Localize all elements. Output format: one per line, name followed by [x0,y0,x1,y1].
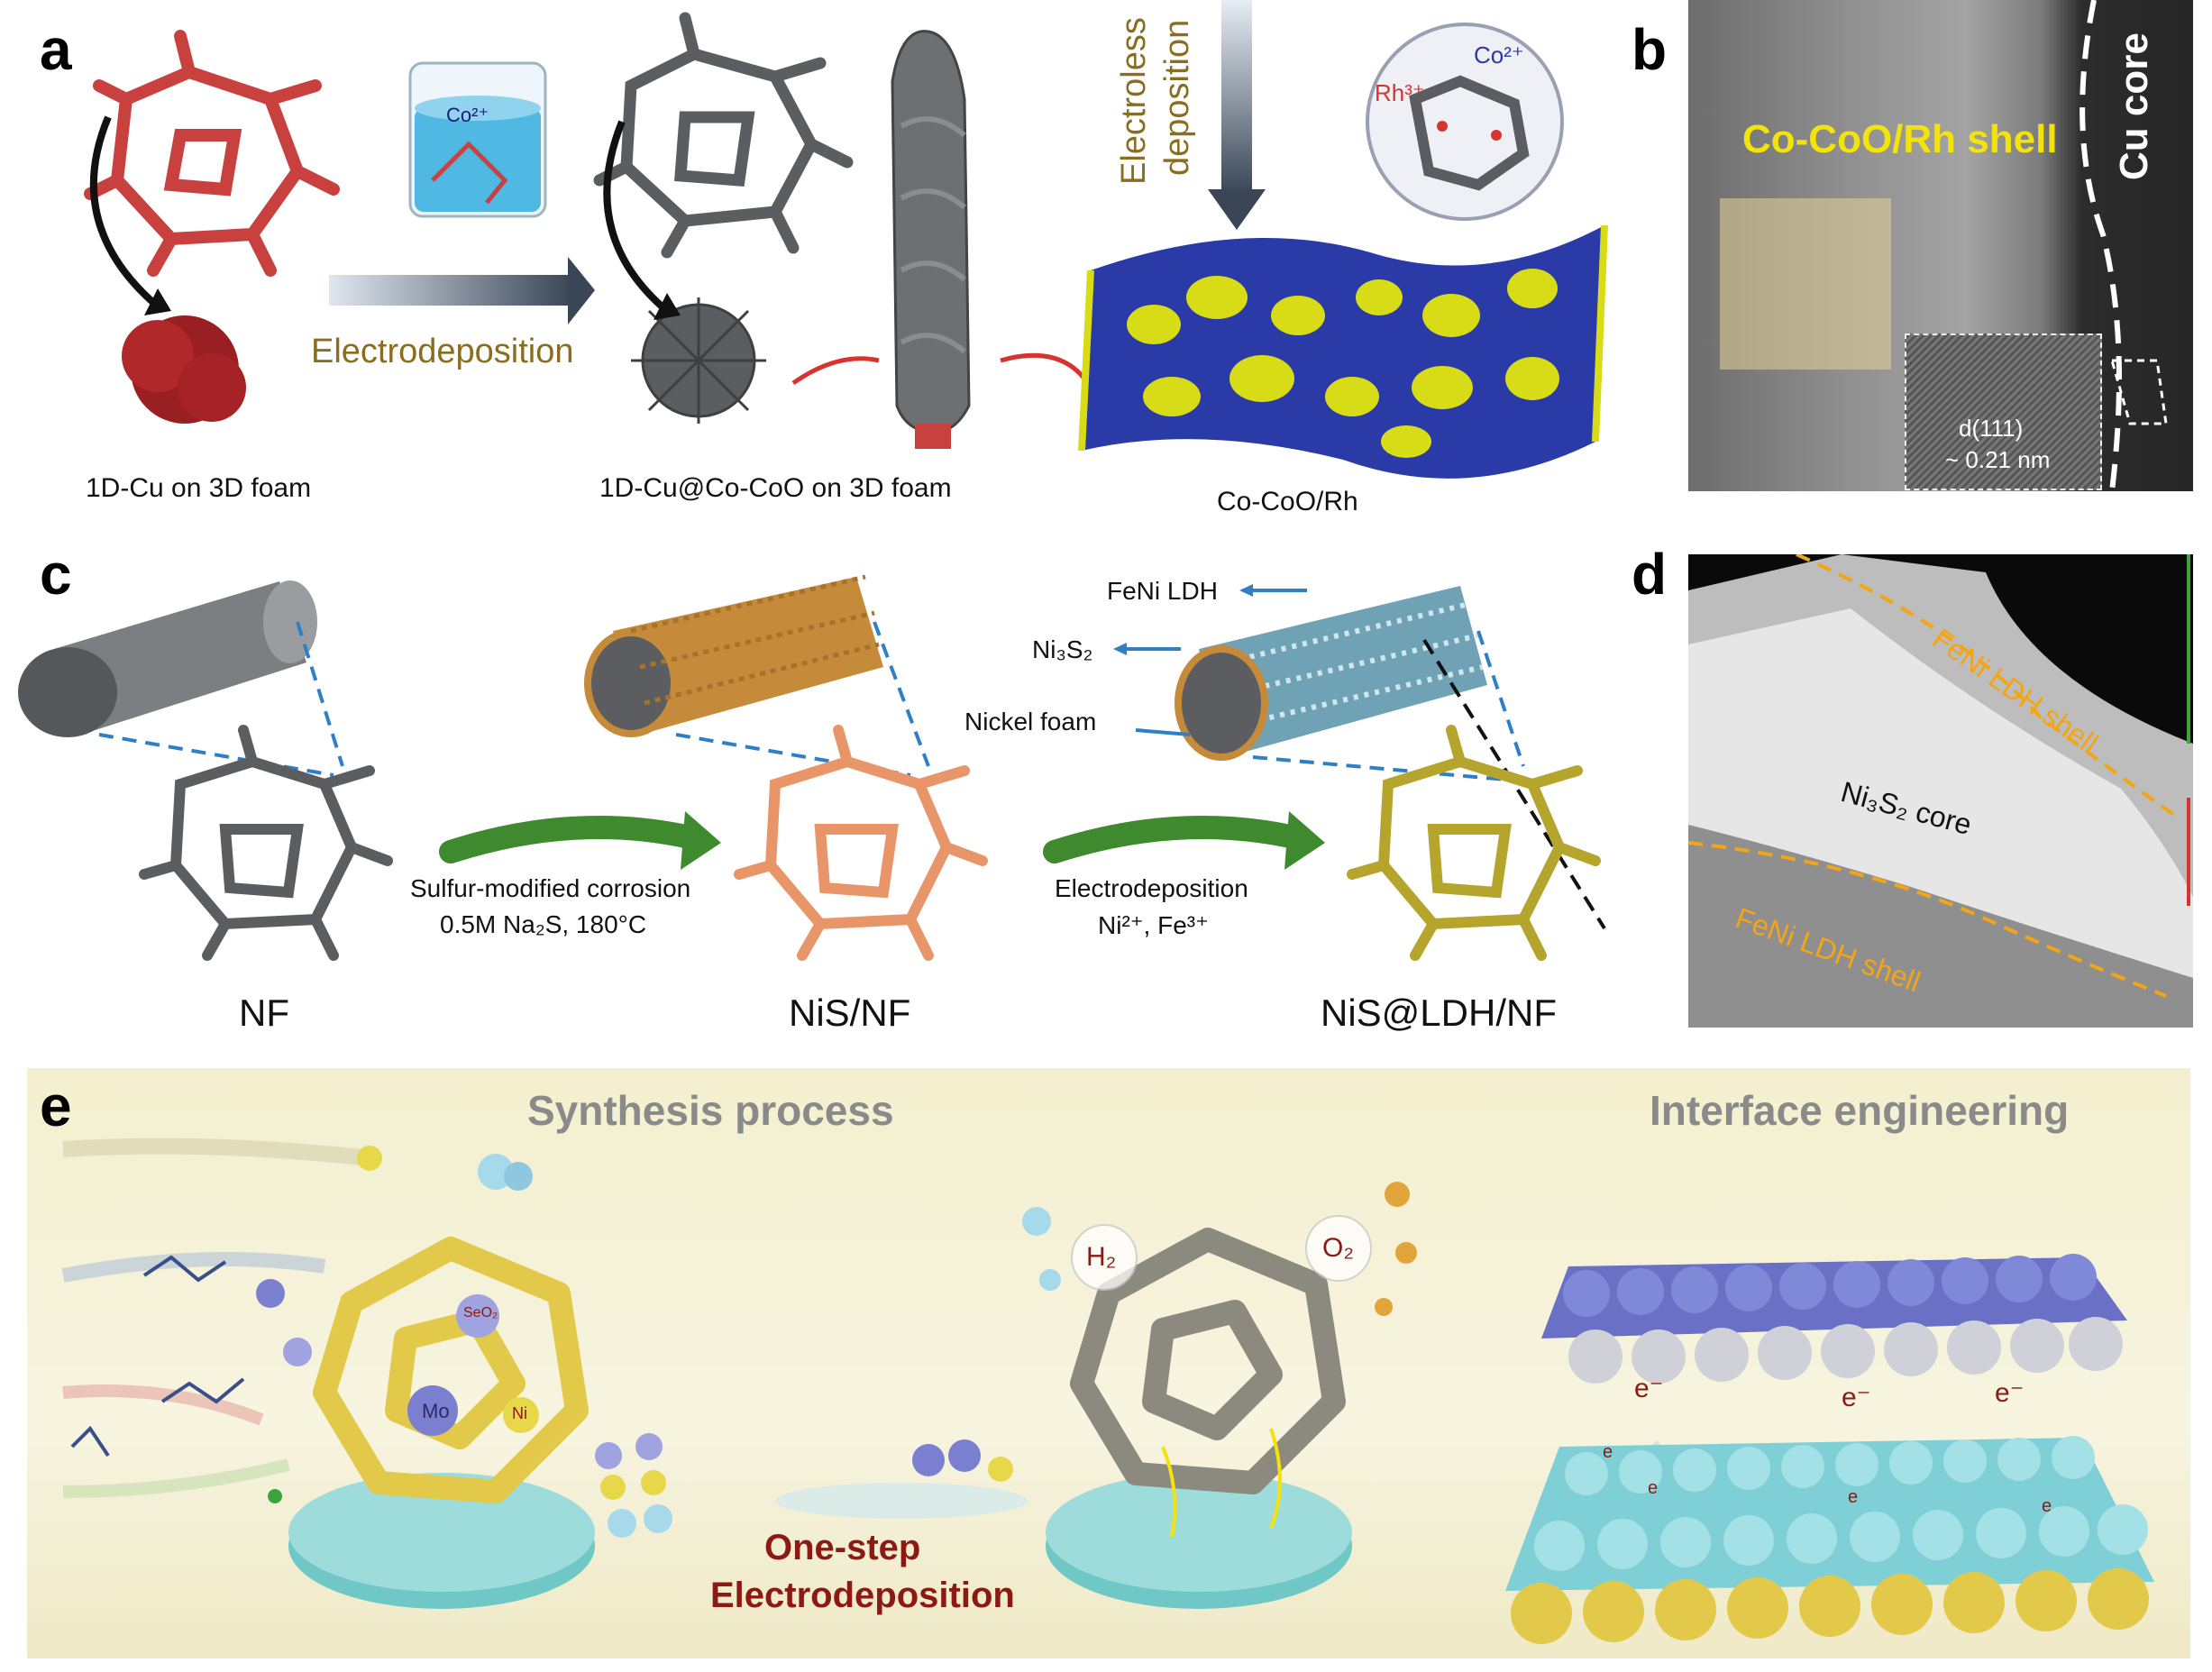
yellow-base-layer [1511,1568,2149,1644]
electron-label-small-1: e [1603,1442,1613,1462]
nf-foam-skeleton [139,725,393,961]
panel-e-graphic [61,1138,2154,1644]
label-nf: NF [239,991,289,1034]
panel-c-graphic [18,574,1606,961]
label-nis-nf: NiS/NF [789,991,911,1034]
nf-cylinder [18,580,317,737]
label-h2: H₂ [1086,1242,1117,1272]
caption-a-mid: 1D-Cu@Co-CoO on 3D foam [599,473,952,503]
panel-a-letter: a [40,17,72,82]
electron-label-small-2: e [1648,1478,1659,1498]
curve-arrow-a1 [89,115,160,310]
nis-foam-skeleton [734,725,988,961]
caption-a-right: Co-CoO/Rh [1217,487,1358,516]
lattice-inset [1905,333,2102,490]
coated-rod [891,30,971,449]
inset-ion-rh: Rh³⁺ [1375,79,1425,106]
yellow-cage [313,1237,589,1503]
curve-arrow-a2 [603,120,670,315]
beaker-ion-label: Co²⁺ [446,104,489,126]
label-mo: Mo [422,1400,450,1422]
label-o2: O₂ [1322,1233,1354,1263]
red-nanowire-cluster [122,315,246,424]
gray-nanowire-cluster [631,297,766,424]
gray-foam-skeleton [593,12,854,259]
electron-label-small-4: e [2042,1496,2052,1516]
green-arrow-2 [1043,816,1310,863]
top-purple-layer [1541,1254,2127,1339]
arrow-electrodeposition-a [329,275,572,306]
label-nisldh-nf: NiS@LDH/NF [1321,991,1557,1034]
arrow-label-electrodeposition: Electrodeposition [311,333,574,370]
highlight-region [1720,198,1891,370]
seo-sphere [456,1294,499,1338]
panel-d-letter: d [1632,542,1668,607]
callout-feni-ldh: FeNi LDH [1107,577,1218,605]
nisldh-cylinder [1175,586,1487,761]
title-interface-engineering: Interface engineering [1650,1087,2070,1134]
panel-e-letter: e [40,1074,72,1138]
lattice-label-spacing: ~ 0.21 nm [1945,446,2051,473]
lattice-label-d: d(111) [1959,415,2024,442]
core-boundary-dashed [2079,0,2168,491]
molecule-sticks [70,1255,245,1457]
dashed-link-nf [98,621,344,777]
label-electrodeposition-e: Electrodeposition [710,1576,1015,1615]
step1-line2: 0.5M Na₂S, 180°C [440,910,647,938]
red-arrow-2 [1000,352,1093,389]
core-label: Cu core [2112,32,2156,180]
ion-sphere [256,1279,285,1308]
stem-image-d: FeNi LDH shell Ni₃S₂ core FeNi LDH shell [1688,554,2193,1028]
callout-ni3s2: Ni₃S₂ [1032,635,1093,663]
step2-line1: Electrodeposition [1055,874,1248,902]
label-ni: Ni [512,1404,527,1422]
callout-nickel-foam: Nickel foam [964,708,1097,735]
caption-a-left: 1D-Cu on 3D foam [86,473,312,503]
electron-label-small-3: e [1848,1487,1859,1507]
dashed-cut-line [1422,638,1606,930]
mo-sphere [407,1385,458,1436]
ni-sphere [503,1397,539,1433]
nisldh-foam-skeleton [1347,725,1601,961]
gray-cage [1070,1228,1346,1494]
ion-sphere [268,1489,282,1503]
coo-rh-lattice-sheet [1078,224,1608,479]
panel-a-graphic: Co²⁺ Electrodeposition Electroless depo [84,0,1608,479]
beaker-icon [408,61,547,218]
h2-bubble [1071,1224,1138,1291]
gray-atom-row [1568,1317,2123,1384]
cyan-layer [1505,1436,2154,1591]
electron-label-2: e⁻ [1842,1383,1871,1412]
shell-label: Co-CoO/Rh shell [1742,117,2058,161]
inset-ion-co: Co²⁺ [1474,41,1524,69]
tem-image-b: Co-CoO/Rh shell Cu core d(111) ~ 0.21 nm [1688,0,2193,491]
vertical-label-deposition: deposition [1158,20,1196,176]
panel-b-letter: b [1632,17,1668,82]
red-foam-skeleton [84,30,340,277]
callout-arrow-foam [1135,728,1191,736]
label-seo2: SeO₂ [463,1305,498,1320]
red-arrow-1 [791,356,880,386]
dashed-link-ldh [1252,630,1525,781]
label-one-step: One-step [764,1528,921,1567]
electron-label-1: e⁻ [1634,1374,1664,1403]
nis-cylinder [584,574,883,737]
vertical-label-electroless: Electroless [1115,17,1153,185]
panel-c-letter: c [40,542,72,607]
stem-shapes [1688,554,2193,1028]
ion-sphere [357,1146,382,1171]
title-synthesis-process: Synthesis process [527,1087,894,1134]
step2-line2: Ni²⁺, Fe³⁺ [1098,911,1209,939]
ion-sphere [283,1338,312,1366]
green-arrow-1 [439,816,706,863]
ion-sphere [504,1162,533,1191]
o2-bubble [1305,1215,1372,1282]
arrow-electroless-down [1221,0,1252,194]
step1-line1: Sulfur-modified corrosion [410,874,691,902]
electron-label-3: e⁻ [1995,1378,2025,1408]
inset-sphere [1366,23,1564,221]
